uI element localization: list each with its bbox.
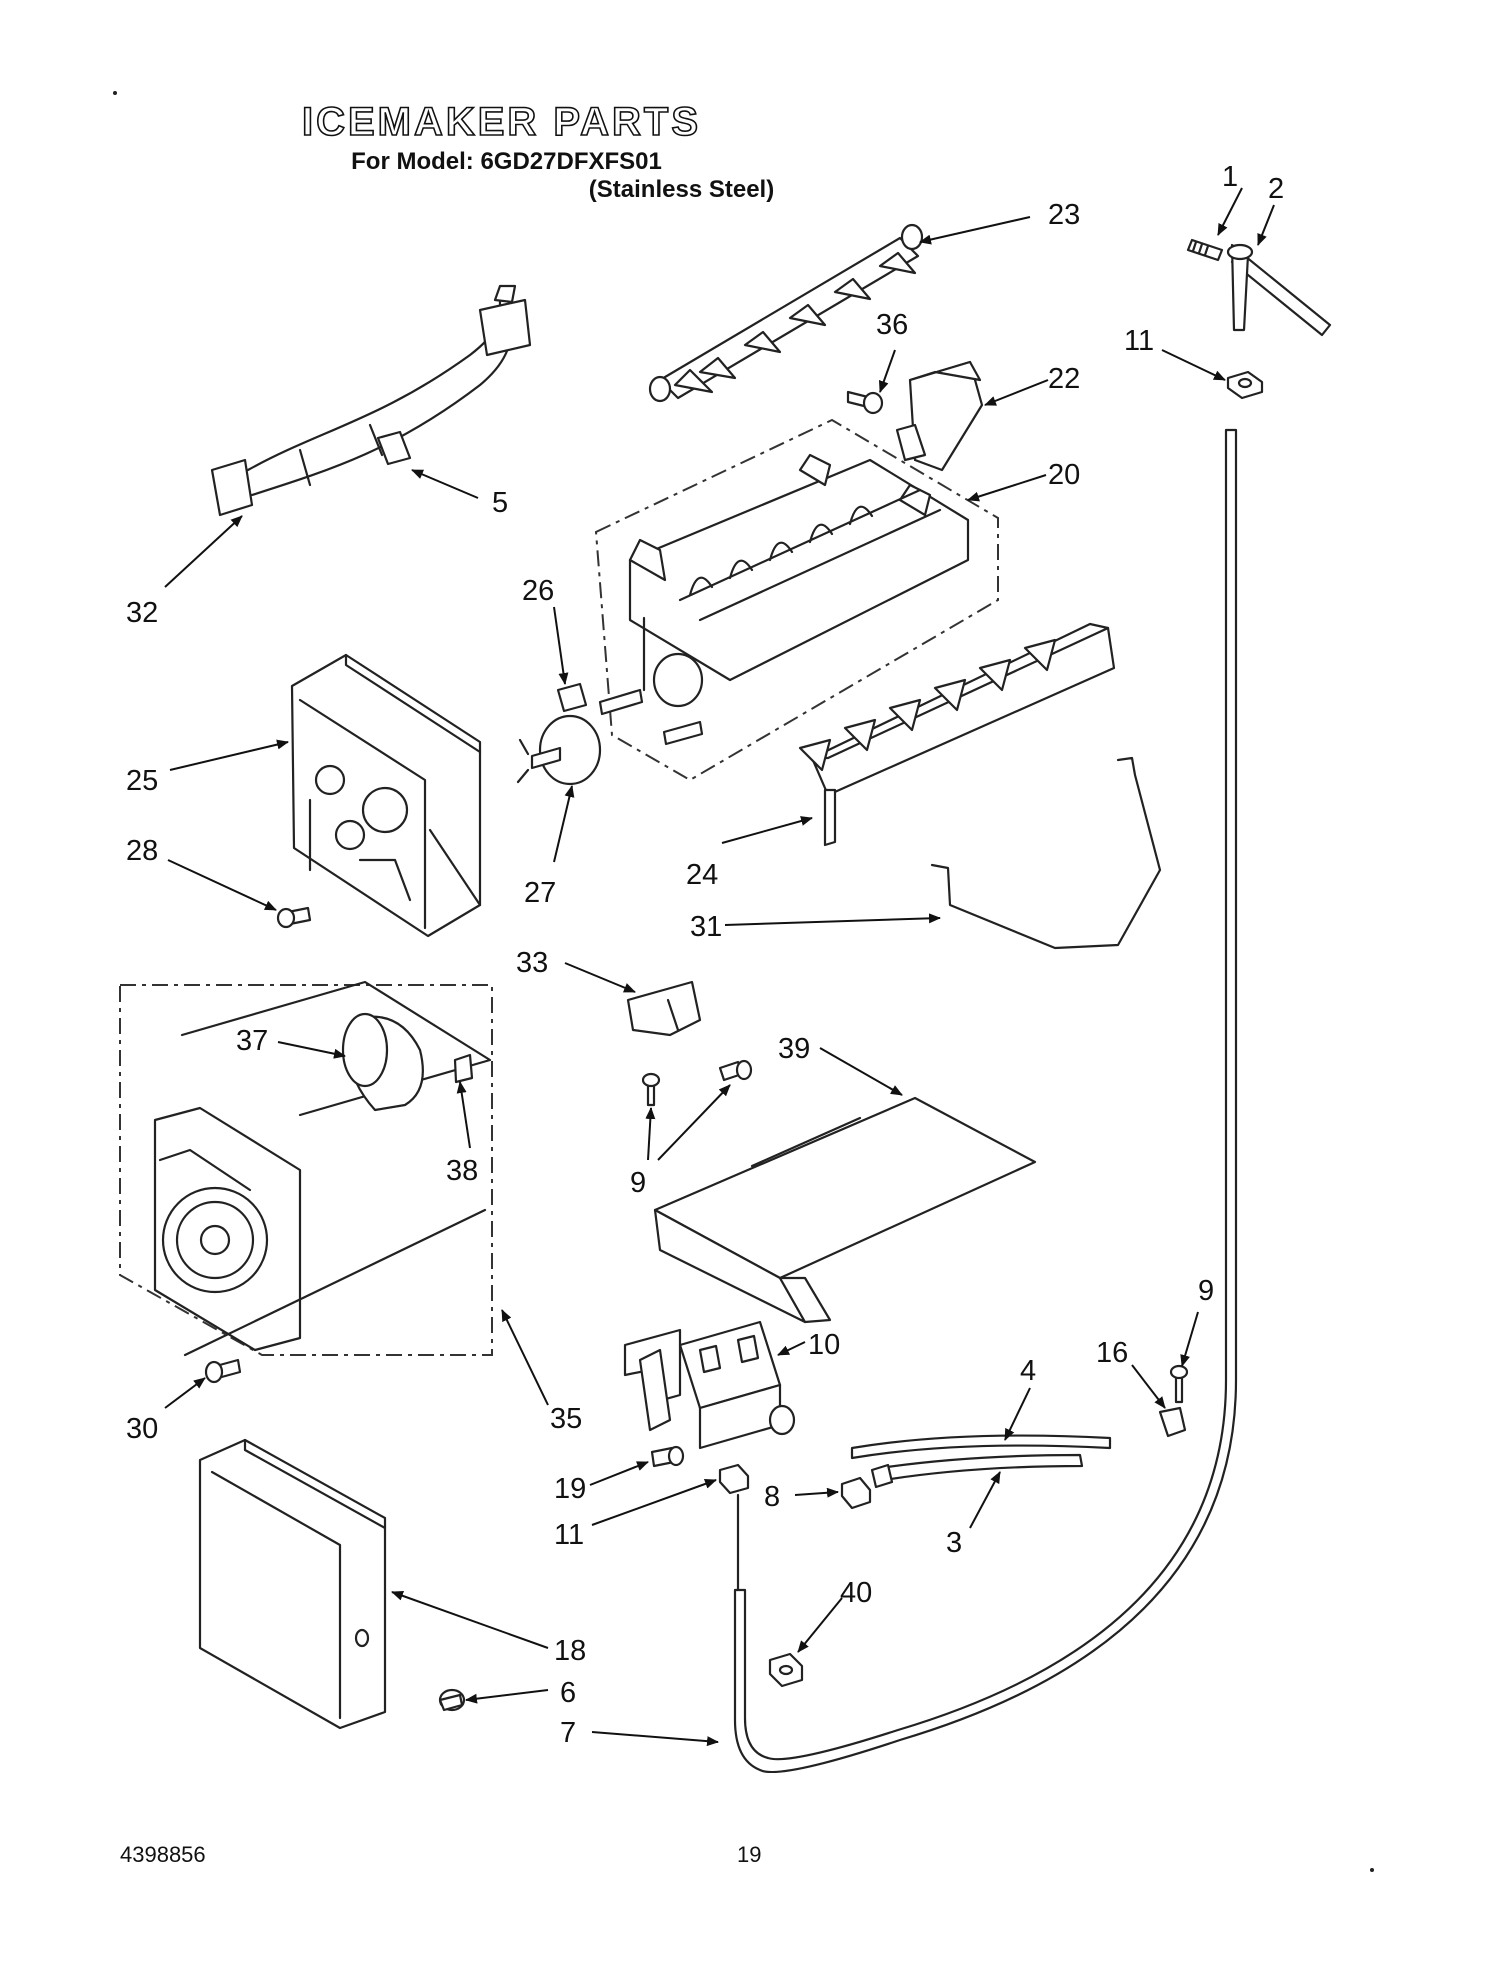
callout-36: 36 [876, 309, 908, 341]
callout-8: 8 [764, 1481, 780, 1513]
part-19-screw [650, 1445, 685, 1468]
part-40-nut [768, 1652, 804, 1688]
callout-7: 7 [560, 1717, 576, 1749]
part-3-tube [870, 1453, 1084, 1489]
part-16-clamp [1158, 1406, 1187, 1438]
model-line: For Model: 6GD27DFXFS01 [351, 148, 662, 175]
part-31-shutoff-arm [930, 756, 1162, 950]
callout-10: 10 [808, 1329, 840, 1361]
callout-3: 3 [946, 1527, 962, 1559]
part-26-clip [556, 682, 588, 713]
callout-30: 30 [126, 1413, 158, 1445]
callout-9-a: 9 [630, 1167, 646, 1199]
part-24-stripper [798, 622, 1116, 847]
document-number: 4398856 [120, 1842, 206, 1867]
callout-25: 25 [126, 765, 158, 797]
callout-11-b: 11 [1124, 325, 1154, 357]
part-33-cover [626, 980, 702, 1037]
leader-lines [164, 187, 1275, 1747]
callout-35: 35 [550, 1403, 582, 1435]
part-2-fill-tube [1226, 243, 1332, 337]
callout-22: 22 [1048, 363, 1080, 395]
callout-19: 19 [554, 1473, 586, 1505]
callout-26: 26 [522, 575, 554, 607]
part-1-screw [1186, 238, 1224, 262]
model-variant: (Stainless Steel) [588, 176, 775, 203]
page-title: ICEMAKER PARTS [301, 99, 702, 145]
callout-16: 16 [1096, 1337, 1128, 1369]
part-18-front-cover [198, 1438, 387, 1730]
callout-27: 27 [524, 877, 556, 909]
callout-18: 18 [554, 1635, 586, 1667]
part-25-mounting-plate [290, 653, 482, 938]
callout-1: 1 [1222, 161, 1238, 193]
callout-23: 23 [1048, 199, 1080, 231]
callout-38: 38 [446, 1155, 478, 1187]
callout-32: 32 [126, 597, 158, 629]
callout-28: 28 [126, 835, 158, 867]
callout-labels: 1 2 3 4 5 6 7 8 9 9 10 11 11 16 18 19 20… [126, 161, 1284, 1749]
part-39-bracket [653, 1096, 1037, 1324]
part-6-plug [438, 1688, 466, 1712]
part-7-water-tube [733, 428, 1238, 1774]
page-number: 19 [737, 1842, 762, 1867]
callout-9-b: 9 [1198, 1275, 1214, 1307]
callout-11-a: 11 [554, 1519, 584, 1551]
callout-40: 40 [840, 1577, 872, 1609]
callout-33: 33 [516, 947, 548, 979]
part-4-tube [850, 1434, 1112, 1460]
part-36-screw [846, 390, 884, 415]
callout-31: 31 [690, 911, 722, 943]
stray-mark-bottom [1370, 1868, 1374, 1872]
part-11-nut-top [1226, 370, 1264, 400]
part-11-nut-valve [718, 1463, 750, 1495]
part-5-clip [376, 430, 412, 466]
stray-mark-top [113, 91, 117, 95]
part-27-thermostat [516, 714, 602, 786]
part-20-mold [594, 418, 999, 782]
part-22-fill-cup [895, 360, 984, 472]
callout-39: 39 [778, 1033, 810, 1065]
part-9-screws [641, 1059, 753, 1107]
part-35-motor-kit [119, 980, 493, 1357]
callout-20: 20 [1048, 459, 1080, 491]
callout-37: 37 [236, 1025, 268, 1057]
part-8-nut [840, 1476, 872, 1510]
part-23-ejector [648, 223, 924, 403]
part-9-screw-clamp [1169, 1364, 1189, 1404]
part-28-screw [276, 906, 312, 929]
callout-2: 2 [1268, 173, 1284, 205]
callout-6: 6 [560, 1677, 576, 1709]
part-32-wire-harness [210, 284, 532, 517]
callout-5: 5 [492, 487, 508, 519]
callout-4: 4 [1020, 1355, 1036, 1387]
part-30-screw [204, 1358, 242, 1384]
callout-24: 24 [686, 859, 718, 891]
part-10-water-valve [623, 1320, 796, 1450]
